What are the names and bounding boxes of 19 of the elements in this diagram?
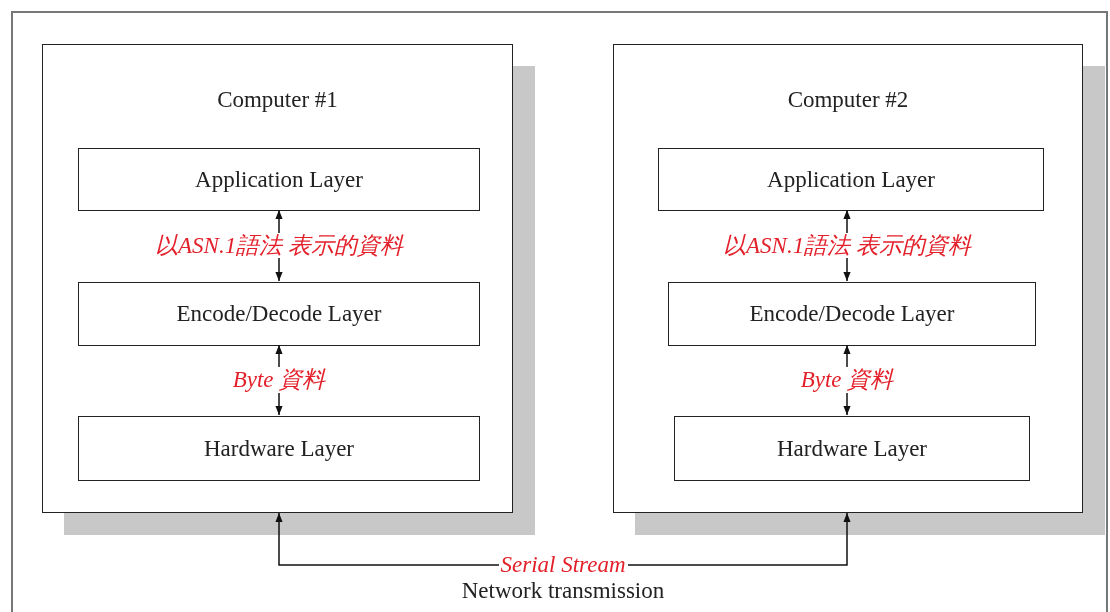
layer-box	[668, 282, 1036, 346]
computer-heading: Computer #2	[786, 87, 910, 113]
layer-label: Encode/Decode Layer	[175, 301, 383, 327]
caption-text: Network transmission	[461, 578, 665, 604]
layer-box	[674, 416, 1030, 481]
edge-label: Byte 資料	[798, 367, 896, 393]
layer-box	[78, 282, 480, 346]
computer-heading: Computer #1	[216, 87, 339, 113]
layer-label: Hardware Layer	[775, 435, 928, 462]
layer-label: Encode/Decode Layer	[748, 301, 956, 327]
layer-box	[658, 148, 1044, 211]
layer-label: Application Layer	[766, 166, 936, 193]
layer-box	[78, 148, 480, 211]
computer-box	[42, 44, 513, 513]
edge-label: Byte 資料	[230, 367, 328, 393]
computer-box	[613, 44, 1083, 513]
layer-label: Hardware Layer	[202, 435, 355, 462]
layer-label: Application Layer	[194, 166, 364, 193]
layer-box	[78, 416, 480, 481]
